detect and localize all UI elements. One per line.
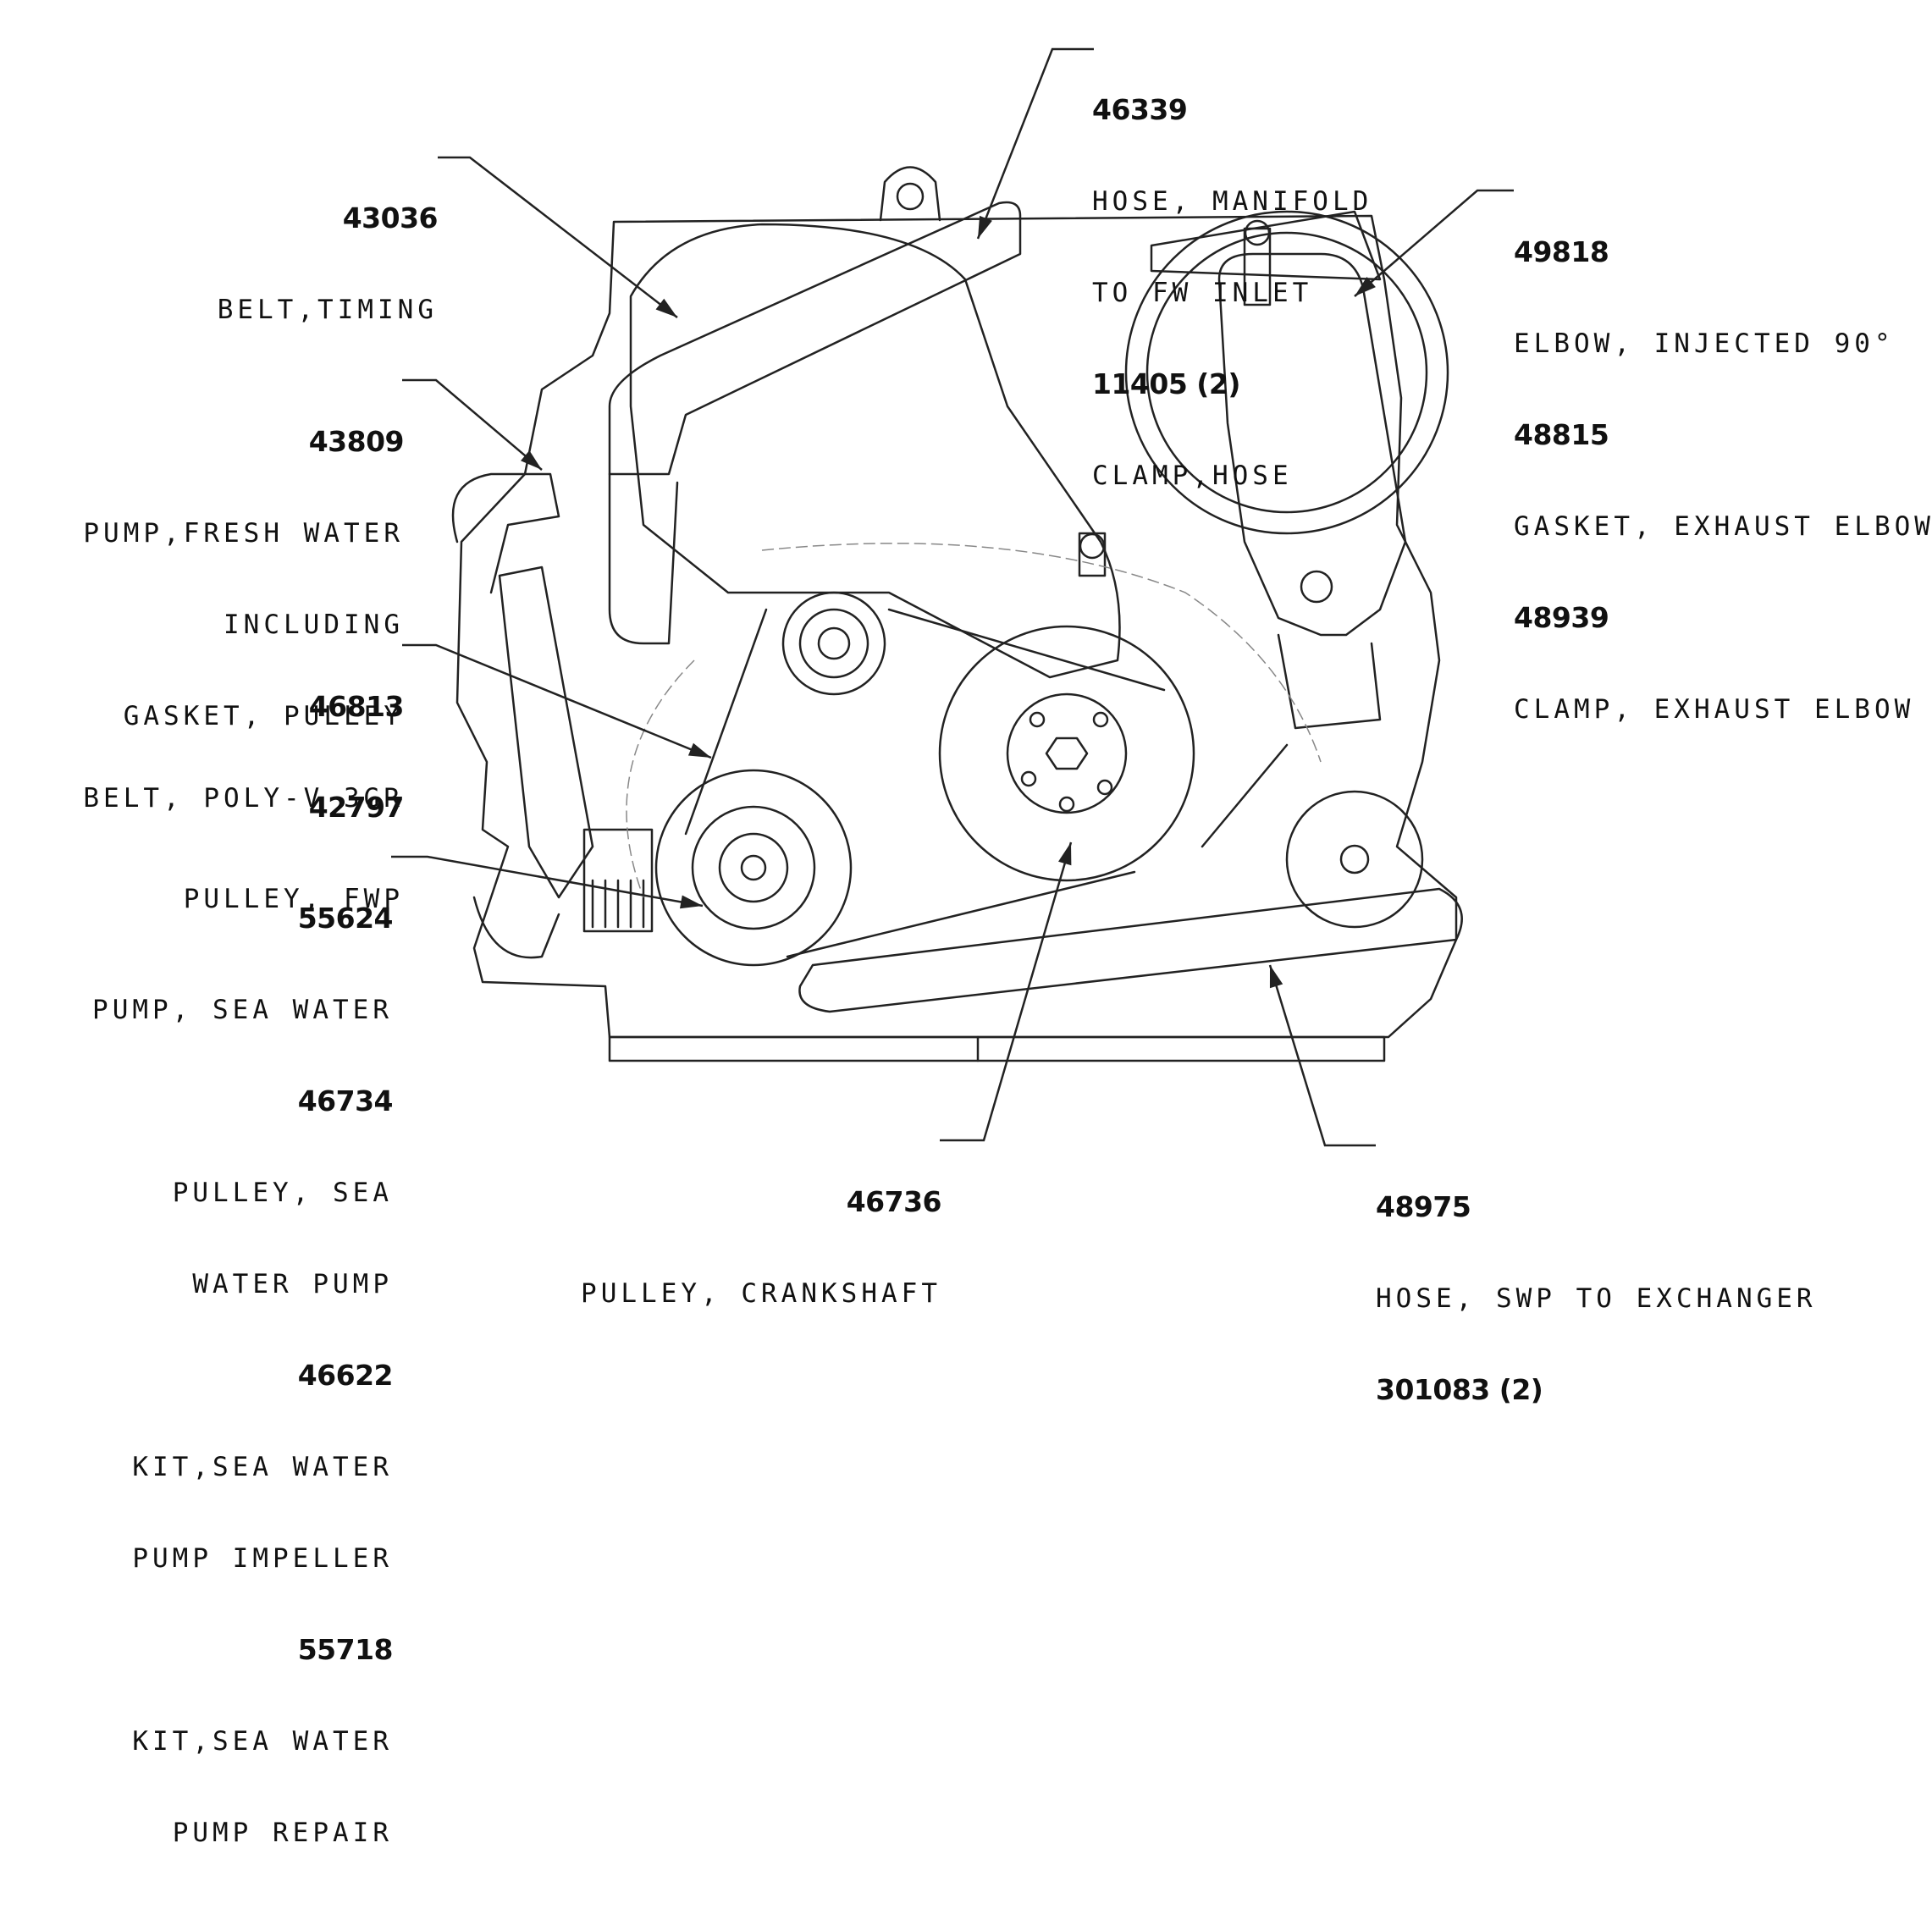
poly-v-belt: [684, 608, 1289, 958]
part-number: 43809: [308, 425, 405, 458]
base-plate: [608, 1035, 1386, 1062]
part-description: HOSE, MANIFOLD: [1092, 186, 1373, 217]
part-number: 46339: [1092, 93, 1188, 126]
leader-46339-arrowhead: [978, 215, 992, 239]
part-description: GASKET, PULLEY: [123, 701, 404, 731]
part-description: KIT,SEA WATER: [132, 1726, 393, 1757]
part-description: HOSE, SWP TO EXCHANGER: [1376, 1283, 1817, 1314]
leader-46813: [402, 643, 712, 759]
callout-49818: 49818 ELBOW, INJECTED 90° 48815 GASKET, …: [1514, 176, 1932, 786]
part-description: PUMP REPAIR: [172, 1818, 393, 1848]
leader-arrowheads: [520, 215, 1376, 989]
part-description: BELT,TIMING: [217, 295, 438, 325]
engine-drawing: [391, 47, 1514, 1147]
part-description: ELBOW, INJECTED 90°: [1514, 328, 1895, 359]
leader-46813-arrowhead: [687, 742, 711, 758]
part-description: PUMP, SEA WATER: [92, 995, 393, 1025]
callout-43036: 43036 BELT,TIMING: [217, 142, 439, 386]
leader-46736: [940, 841, 1073, 1142]
callout-46813: 46813 BELT, POLY-V 3GR: [83, 631, 404, 874]
part-description: TO FW INLET: [1092, 278, 1313, 308]
leader-46736-arrowhead: [1058, 842, 1072, 866]
part-description: KIT,SEA WATER: [132, 1452, 393, 1482]
part-number: 301083 (2): [1376, 1373, 1543, 1406]
leader-48975-arrowhead: [1269, 965, 1283, 989]
exhaust-elbow-body: [1124, 210, 1449, 535]
leader-46339: [976, 47, 1094, 240]
part-description: INCLUDING: [224, 610, 404, 640]
part-description: CLAMP, EXHAUST ELBOW: [1514, 694, 1915, 725]
sea-water-pump-pulley: [654, 769, 853, 967]
part-number: 42797: [308, 791, 405, 824]
leader-43036-arrowhead: [655, 298, 677, 317]
part-description: GASKET, EXHAUST ELBOW: [1514, 511, 1932, 542]
alternator-pulley: [1285, 790, 1424, 929]
callout-48975: 48975 HOSE, SWP TO EXCHANGER 301083 (2): [1376, 1131, 1817, 1466]
leader-43809-arrowhead: [520, 450, 542, 470]
leader-lines: [391, 47, 1514, 1147]
part-number: 46813: [308, 690, 405, 723]
part-description: BELT, POLY-V 3GR: [83, 783, 404, 814]
leader-49818: [1354, 189, 1514, 297]
hose-swp-exchanger: [798, 887, 1463, 1013]
leader-43036: [438, 156, 678, 318]
callout-55624: 55624 PUMP, SEA WATER 46734 PULLEY, SEA …: [92, 842, 393, 1909]
timing-cover: [629, 223, 1121, 679]
part-number: 48815: [1514, 418, 1609, 451]
left-hose-upper: [451, 472, 560, 594]
exhaust-elbow-riser: [1217, 252, 1407, 637]
crankshaft-pulley: [938, 625, 1195, 882]
left-hose-lower: [498, 566, 594, 899]
part-number: 46736: [846, 1185, 942, 1218]
callout-46339: 46339 HOSE, MANIFOLD TO FW INLET 11405 (…: [1092, 34, 1372, 552]
part-number: 48939: [1514, 601, 1609, 634]
part-number: 46734: [297, 1084, 394, 1117]
leader-48975: [1268, 964, 1376, 1147]
part-number: 55718: [297, 1633, 394, 1666]
lifting-eye: [879, 166, 941, 222]
callout-46736: 46736 PULLEY, CRANKSHAFT: [581, 1126, 941, 1370]
strainer: [582, 828, 654, 933]
part-number: 11405 (2): [1092, 367, 1240, 400]
part-description: PULLEY, FWP: [183, 884, 404, 914]
part-number: 55624: [297, 902, 394, 935]
fwp-pulley: [781, 591, 886, 696]
engine-block-outline: [455, 214, 1458, 1039]
leader-55624-arrowhead: [679, 895, 703, 909]
part-number: 49818: [1514, 235, 1609, 268]
part-description: PUMP IMPELLER: [132, 1543, 393, 1574]
part-number: 48975: [1376, 1190, 1471, 1223]
leader-49818-arrowhead: [1355, 276, 1376, 296]
part-number: 43036: [342, 201, 439, 234]
leader-43809: [402, 378, 543, 471]
leader-55624: [391, 855, 704, 908]
part-description: CLAMP,HOSE: [1092, 461, 1293, 491]
engine-parts-diagram: 46339 HOSE, MANIFOLD TO FW INLET 11405 (…: [83, 34, 1932, 1848]
part-description: PULLEY, CRANKSHAFT: [581, 1278, 941, 1309]
part-description: PUMP,FRESH WATER: [83, 518, 404, 549]
part-number: 46622: [297, 1359, 394, 1392]
part-description: PULLEY, SEA: [172, 1178, 393, 1208]
part-description: WATER PUMP: [192, 1269, 393, 1299]
hose-manifold: [608, 201, 1022, 476]
callout-43809: 43809 PUMP,FRESH WATER INCLUDING GASKET,…: [83, 366, 404, 975]
